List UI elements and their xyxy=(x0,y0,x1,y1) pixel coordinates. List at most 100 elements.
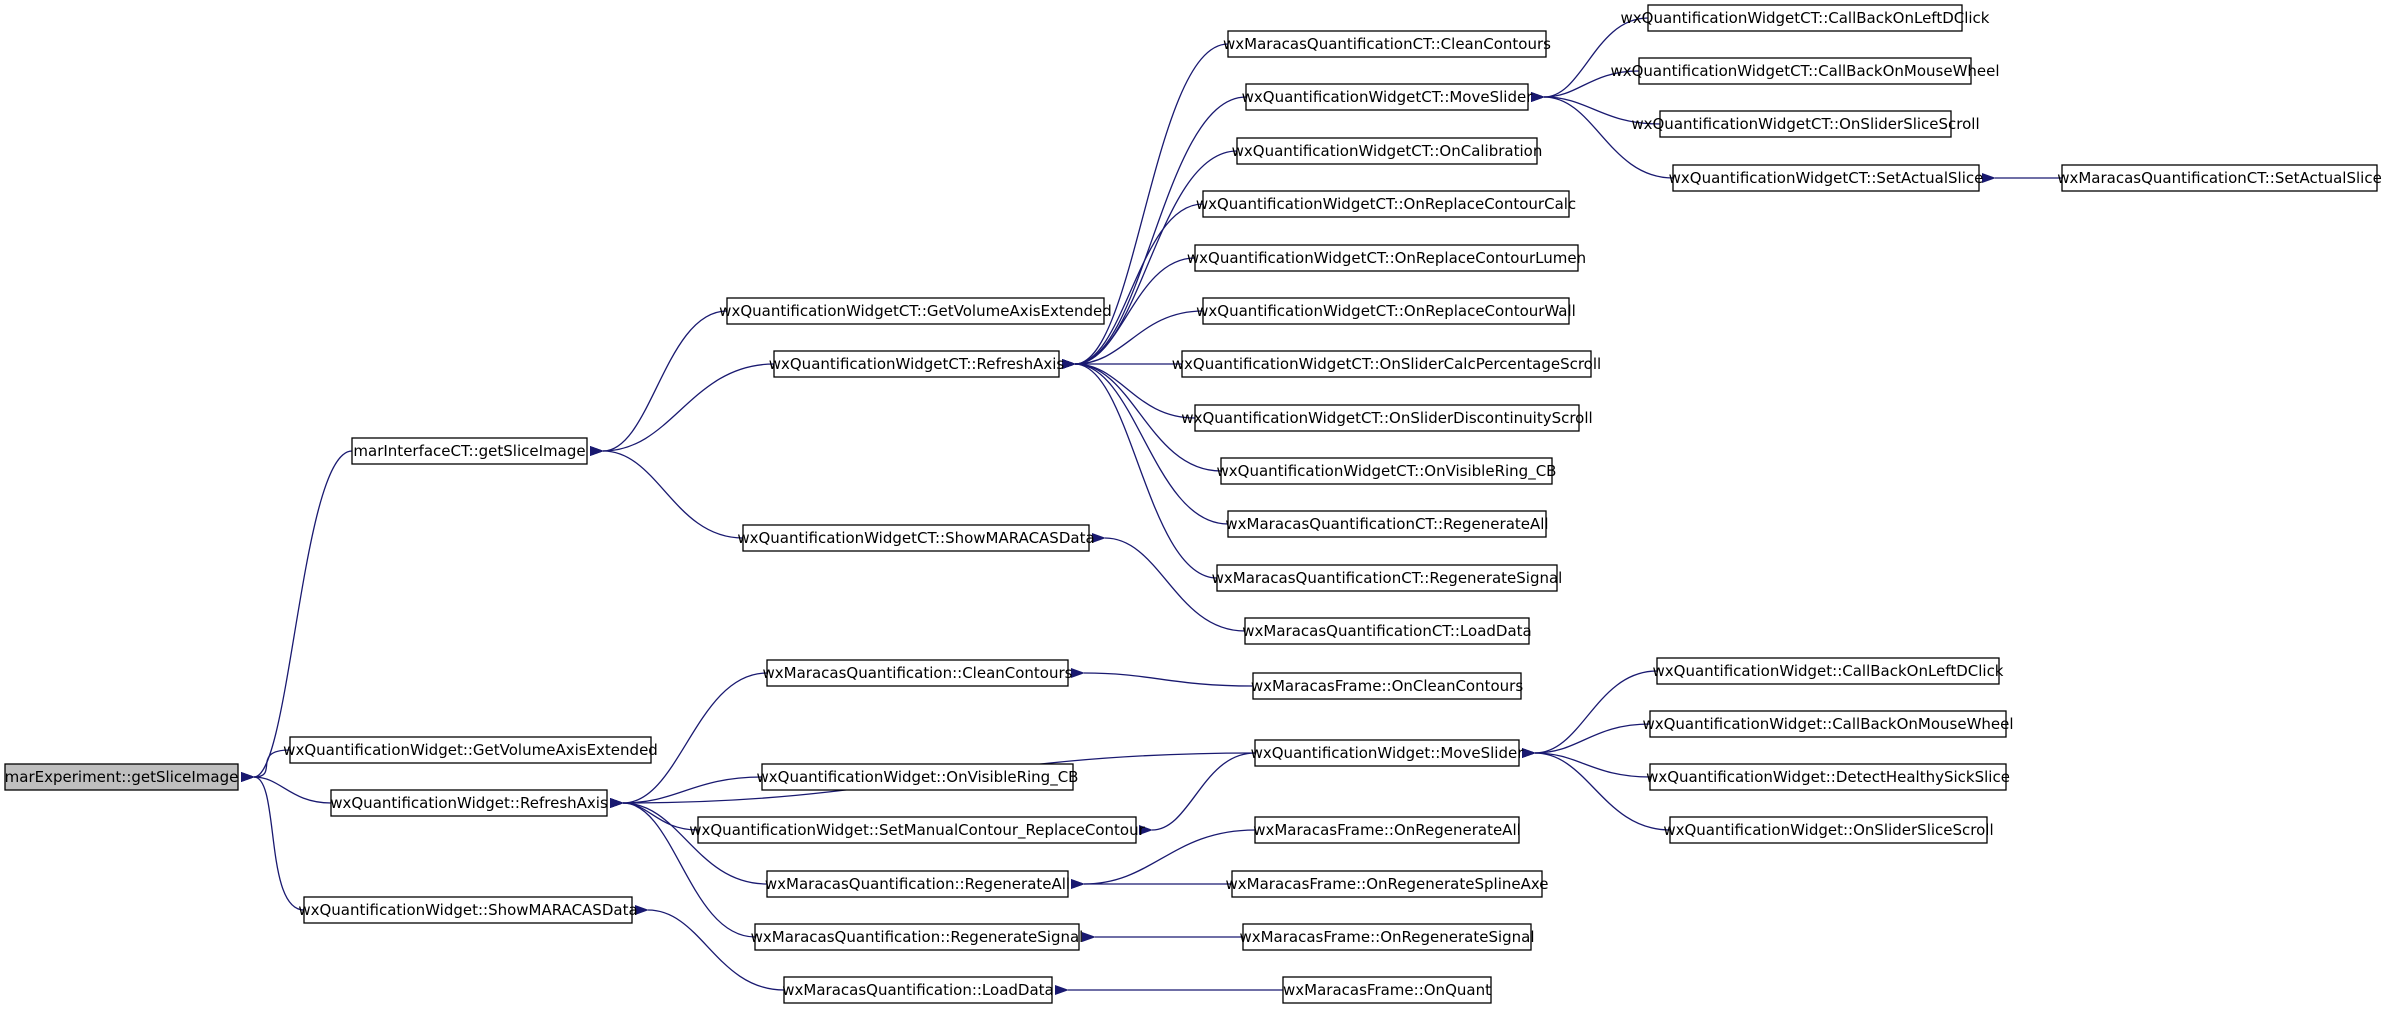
graph-node-label: wxMaracasQuantificationCT::RegenerateSig… xyxy=(1212,569,1563,587)
graph-node[interactable]: wxQuantificationWidgetCT::CallBackOnMous… xyxy=(1610,57,2000,85)
graph-node-box xyxy=(1227,30,1547,58)
edge-n32-n38 xyxy=(1521,723,1651,759)
graph-node-box xyxy=(1254,739,1520,767)
graph-node[interactable]: wxQuantificationWidget::MoveSlider xyxy=(1251,739,1525,767)
graph-node[interactable]: wxQuantificationWidget::SetManualContour… xyxy=(689,816,1146,844)
edge-n1-n5 xyxy=(589,310,728,457)
graph-node-box xyxy=(766,870,1069,898)
edge-n0-n3 xyxy=(240,771,332,804)
graph-node-label: wxQuantificationWidget::DetectHealthySic… xyxy=(1646,768,2010,786)
graph-node-box xyxy=(303,896,633,924)
graph-node[interactable]: wxQuantificationWidgetCT::OnSliderSliceS… xyxy=(1631,110,1980,138)
graph-node-label: wxMaracasFrame::OnRegenerateSplineAxe xyxy=(1226,875,1549,893)
graph-node[interactable]: wxQuantificationWidgetCT::OnSliderCalcPe… xyxy=(1172,350,1601,378)
graph-node-box xyxy=(1245,83,1529,111)
graph-node-label: wxQuantificationWidgetCT::SetActualSlice xyxy=(1669,169,1984,187)
edge-n28-n33 xyxy=(1070,829,1256,890)
edge-n1-n6 xyxy=(589,363,775,457)
graph-node[interactable]: wxMaracasFrame::OnRegenerateAll xyxy=(1253,816,1521,844)
edge-n6-n8 xyxy=(1061,43,1229,370)
graph-node[interactable]: wxQuantificationWidget::DetectHealthySic… xyxy=(1646,763,2010,791)
graph-node: marExperiment::getSliceImage xyxy=(4,763,239,791)
graph-node-box xyxy=(1656,657,2000,685)
graph-node[interactable]: wxQuantificationWidgetCT::RefreshAxis xyxy=(769,350,1065,378)
graph-node[interactable]: wxQuantificationWidget::ShowMARACASData xyxy=(298,896,638,924)
graph-node[interactable]: wxMaracasQuantificationCT::RegenerateSig… xyxy=(1212,564,1563,592)
graph-node-box xyxy=(1659,110,1952,138)
edge-n9-n22 xyxy=(1530,91,1661,125)
graph-node[interactable]: wxQuantificationWidget::GetVolumeAxisExt… xyxy=(283,736,658,764)
edge-n25-n31 xyxy=(1070,667,1254,687)
graph-node-box xyxy=(1638,57,1972,85)
edge-n6-n9 xyxy=(1061,96,1247,370)
graph-node[interactable]: wxQuantificationWidget::OnSliderSliceScr… xyxy=(1663,816,1994,844)
graph-node-label: wxQuantificationWidget::GetVolumeAxisExt… xyxy=(283,741,658,759)
graph-node[interactable]: wxQuantificationWidgetCT::OnReplaceConto… xyxy=(1196,190,1576,218)
graph-node[interactable]: wxQuantificationWidget::CallBackOnLeftDC… xyxy=(1653,657,2004,685)
graph-node-label: wxQuantificationWidget::OnVisibleRing_CB xyxy=(757,768,1079,787)
graph-node[interactable]: wxQuantificationWidgetCT::SetActualSlice xyxy=(1669,164,1984,192)
graph-node[interactable]: wxMaracasFrame::OnCleanContours xyxy=(1251,672,1524,700)
graph-node[interactable]: wxQuantificationWidgetCT::OnCalibration xyxy=(1232,137,1543,165)
graph-node[interactable]: wxMaracasQuantificationCT::LoadData xyxy=(1242,617,1532,645)
graph-node-box xyxy=(1244,617,1530,645)
graph-node-box xyxy=(1242,923,1532,951)
graph-node[interactable]: wxMaracasFrame::OnQuant xyxy=(1282,976,1492,1004)
edge-n32-n40 xyxy=(1521,747,1671,831)
graph-node[interactable]: wxMaracasQuantification::RegenerateAll xyxy=(765,870,1070,898)
graph-node[interactable]: wxQuantificationWidgetCT::OnVisibleRing_… xyxy=(1217,457,1557,485)
edge-n1-n7 xyxy=(589,445,744,539)
graph-node[interactable]: wxQuantificationWidgetCT::CallBackOnLeft… xyxy=(1621,4,1990,32)
graph-node-box xyxy=(289,736,652,764)
graph-node[interactable]: wxMaracasQuantificationCT::SetActualSlic… xyxy=(2057,164,2382,192)
edge-n3-n26 xyxy=(609,776,763,809)
graph-node[interactable]: wxMaracasQuantificationCT::CleanContours xyxy=(1223,30,1551,58)
graph-node[interactable]: marInterfaceCT::getSliceImage xyxy=(351,437,588,465)
graph-node-label: wxQuantificationWidgetCT::OnReplaceConto… xyxy=(1196,302,1576,320)
edge-n3-n29 xyxy=(609,797,756,938)
graph-node[interactable]: wxQuantificationWidgetCT::ShowMARACASDat… xyxy=(737,524,1095,552)
graph-node[interactable]: wxMaracasQuantification::CleanContours xyxy=(763,659,1073,687)
graph-node-box xyxy=(1194,404,1580,432)
graph-node[interactable]: wxQuantificationWidgetCT::MoveSlider xyxy=(1242,83,1534,111)
edge-n6-n12 xyxy=(1061,257,1196,370)
graph-node[interactable]: wxQuantificationWidgetCT::OnReplaceConto… xyxy=(1187,244,1586,272)
graph-node[interactable]: wxQuantificationWidgetCT::OnSliderDiscon… xyxy=(1181,404,1593,432)
graph-node[interactable]: wxMaracasQuantification::RegenerateSigna… xyxy=(751,923,1084,951)
graph-node[interactable]: wxQuantificationWidgetCT::GetVolumeAxisE… xyxy=(719,297,1112,325)
graph-node-label: wxMaracasQuantificationCT::LoadData xyxy=(1242,622,1531,640)
graph-node-box xyxy=(1254,816,1520,844)
graph-node-box xyxy=(1231,870,1543,898)
graph-node-box xyxy=(1220,457,1553,485)
graph-node[interactable]: wxQuantificationWidgetCT::OnReplaceConto… xyxy=(1196,297,1576,325)
graph-node-box xyxy=(1647,4,1963,32)
graph-node-box xyxy=(726,297,1105,325)
graph-node-label: wxMaracasQuantificationCT::SetActualSlic… xyxy=(2057,169,2382,187)
graph-node[interactable]: wxMaracasFrame::OnRegenerateSplineAxe xyxy=(1226,870,1549,898)
graph-node[interactable]: wxQuantificationWidget::RefreshAxis xyxy=(330,789,608,817)
edge-n3-n25 xyxy=(609,672,768,809)
graph-node[interactable]: wxQuantificationWidget::CallBackOnMouseW… xyxy=(1642,710,2014,738)
graph-node-label: wxQuantificationWidgetCT::GetVolumeAxisE… xyxy=(719,302,1112,320)
graph-node-label: wxQuantificationWidgetCT::OnVisibleRing_… xyxy=(1217,462,1557,481)
edges-layer xyxy=(240,17,2062,995)
graph-node-box xyxy=(1236,137,1538,165)
edge-n3-n28 xyxy=(609,797,768,885)
edge-n0-n2 xyxy=(240,749,291,783)
graph-node[interactable]: wxMaracasQuantificationCT::RegenerateAll xyxy=(1225,510,1549,538)
graph-node-box xyxy=(1227,510,1547,538)
graph-node-box xyxy=(754,923,1080,951)
edge-n9-n20 xyxy=(1530,17,1649,103)
graph-node-label: wxMaracasQuantification::CleanContours xyxy=(763,664,1073,682)
edge-n9-n21 xyxy=(1530,70,1640,103)
graph-node-box xyxy=(2061,164,2378,192)
graph-node-label: wxMaracasQuantification::LoadData xyxy=(782,981,1053,999)
graph-node[interactable]: wxQuantificationWidget::OnVisibleRing_CB xyxy=(757,763,1079,791)
graph-node-label: wxQuantificationWidgetCT::OnSliderSliceS… xyxy=(1631,115,1979,133)
graph-node-label: wxQuantificationWidgetCT::ShowMARACASDat… xyxy=(737,529,1094,547)
graph-node-box xyxy=(1672,164,1980,192)
graph-node[interactable]: wxMaracasQuantification::LoadData xyxy=(782,976,1054,1004)
graph-node[interactable]: wxMaracasFrame::OnRegenerateSignal xyxy=(1239,923,1535,951)
graph-node-box xyxy=(1649,763,2007,791)
